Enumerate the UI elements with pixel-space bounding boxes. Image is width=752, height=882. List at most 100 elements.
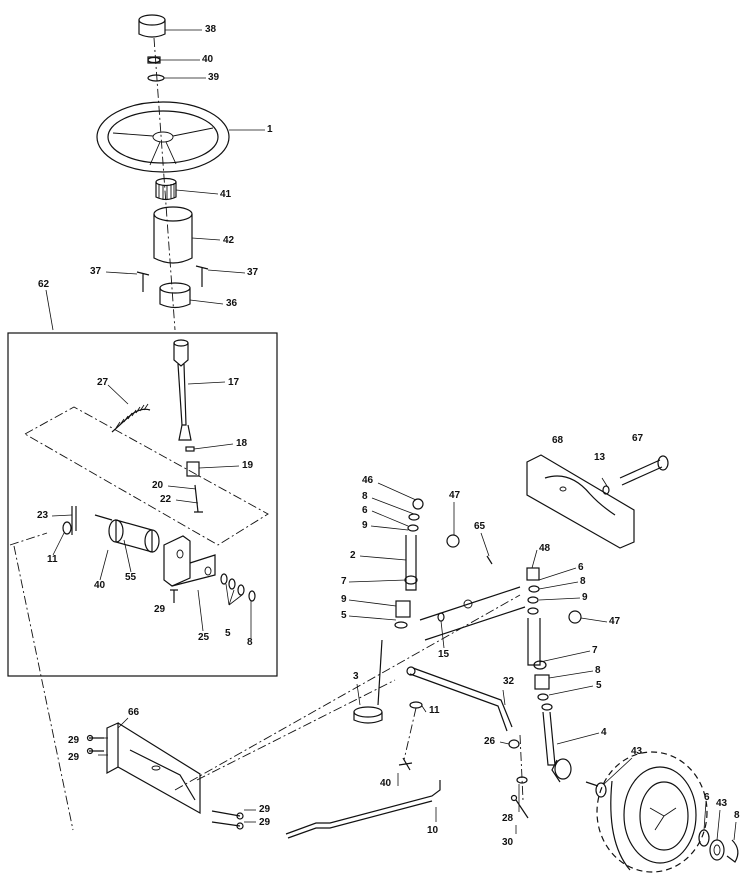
callout-41: 41 xyxy=(220,189,232,200)
bolt-30 xyxy=(510,794,529,819)
callout-29-lower-a: 29 xyxy=(259,804,271,815)
steering-bushing-42 xyxy=(153,206,193,264)
callout-9-left-b: 9 xyxy=(341,594,347,605)
callout-5-box: 5 xyxy=(225,628,231,639)
bolt-29-box xyxy=(170,589,178,603)
phantom-line-box xyxy=(9,532,48,546)
callout-32: 32 xyxy=(503,676,515,687)
screw-37-left xyxy=(136,271,150,292)
left-spindle-parts xyxy=(394,498,424,629)
callout-40-top: 40 xyxy=(202,54,214,65)
nut-47-left xyxy=(446,534,460,548)
callout-5-right: 5 xyxy=(596,680,602,691)
callout-62: 62 xyxy=(38,279,50,290)
bracket-66 xyxy=(106,722,201,815)
callout-42: 42 xyxy=(223,235,235,246)
phantom-line-left xyxy=(13,545,74,831)
callout-4: 4 xyxy=(601,727,607,738)
callout-38: 38 xyxy=(205,24,217,35)
clip-40-center xyxy=(398,757,413,771)
spindle-4 xyxy=(551,758,572,783)
callout-7-right: 7 xyxy=(592,645,598,656)
nut-47-right xyxy=(568,610,582,624)
screw-37-right xyxy=(195,265,209,287)
washer-11-center xyxy=(409,701,423,709)
callout-18: 18 xyxy=(236,438,248,449)
bolts-29-lower xyxy=(211,810,244,830)
callout-10: 10 xyxy=(427,825,439,836)
callout-19: 19 xyxy=(242,460,254,471)
nut-11-box xyxy=(62,521,72,535)
pin-65 xyxy=(486,555,493,565)
washer-39 xyxy=(147,74,165,82)
callout-6-wheel: 6 xyxy=(704,792,710,803)
column-support-36 xyxy=(159,282,191,309)
steering-shaft-17 xyxy=(173,339,192,441)
callout-43-right: 43 xyxy=(716,798,728,809)
callout-43-left: 43 xyxy=(631,746,643,757)
callout-25: 25 xyxy=(198,632,210,643)
callout-48: 48 xyxy=(539,543,551,554)
bushing-26 xyxy=(508,739,520,749)
assembly-box-62 xyxy=(7,332,278,677)
callout-8-box: 8 xyxy=(247,637,253,648)
callout-29-left-b: 29 xyxy=(68,752,80,763)
bracket-23 xyxy=(71,506,77,535)
callout-30: 30 xyxy=(502,837,514,848)
callout-23: 23 xyxy=(37,510,49,521)
callout-36: 36 xyxy=(226,298,238,309)
callout-3: 3 xyxy=(353,671,359,682)
callout-26: 26 xyxy=(484,736,496,747)
spacer-13 xyxy=(602,485,610,495)
callout-2: 2 xyxy=(350,550,356,561)
axle-stub xyxy=(585,781,599,787)
pin-15 xyxy=(437,612,445,622)
washer-43-left xyxy=(595,782,607,798)
callout-46: 46 xyxy=(362,475,374,486)
callout-13: 13 xyxy=(594,452,606,463)
callout-8-right-a: 8 xyxy=(580,576,586,587)
callout-37-left: 37 xyxy=(90,266,102,277)
right-spindle-parts xyxy=(526,567,556,766)
callout-6-left: 6 xyxy=(362,505,368,516)
phantom-plane xyxy=(24,406,269,546)
callout-28: 28 xyxy=(502,813,514,824)
tire-icon xyxy=(596,751,708,873)
callout-15: 15 xyxy=(438,649,450,660)
callout-39: 39 xyxy=(208,72,220,83)
phantom-line-center xyxy=(403,707,417,761)
callout-27: 27 xyxy=(97,377,109,388)
callout-20: 20 xyxy=(152,480,164,491)
phantom-line-diag xyxy=(174,594,521,791)
callout-47-right: 47 xyxy=(609,616,621,627)
gear-assembly-55 xyxy=(94,514,160,553)
callout-40-center: 40 xyxy=(380,778,392,789)
bracket-68 xyxy=(526,454,635,549)
callout-40-box: 40 xyxy=(94,580,106,591)
callout-9-right: 9 xyxy=(582,592,588,603)
callout-29-left-a: 29 xyxy=(68,735,80,746)
callout-68: 68 xyxy=(552,435,564,446)
callout-29-box: 29 xyxy=(154,604,166,615)
spring-27 xyxy=(111,403,151,433)
callout-7-left: 7 xyxy=(341,576,347,587)
washers-5-8 xyxy=(220,573,256,602)
callout-17: 17 xyxy=(228,377,240,388)
nut-40 xyxy=(147,56,161,64)
callout-5-left: 5 xyxy=(341,610,347,621)
callout-9-left-a: 9 xyxy=(362,520,368,531)
pinion-parts-18-19-20-22 xyxy=(185,446,203,513)
bolts-29-left xyxy=(86,734,104,755)
phantom-line-right xyxy=(519,734,524,801)
callout-1: 1 xyxy=(267,124,273,135)
callout-22: 22 xyxy=(160,494,172,505)
callout-37-right: 37 xyxy=(247,267,259,278)
callout-66: 66 xyxy=(128,707,140,718)
callout-65: 65 xyxy=(474,521,486,532)
callout-6-right: 6 xyxy=(578,562,584,573)
axis-top-column xyxy=(153,37,176,331)
steering-cap-38 xyxy=(138,14,166,38)
callout-8-left-a: 8 xyxy=(362,491,368,502)
axle-bar xyxy=(419,586,526,641)
callout-67: 67 xyxy=(632,433,644,444)
